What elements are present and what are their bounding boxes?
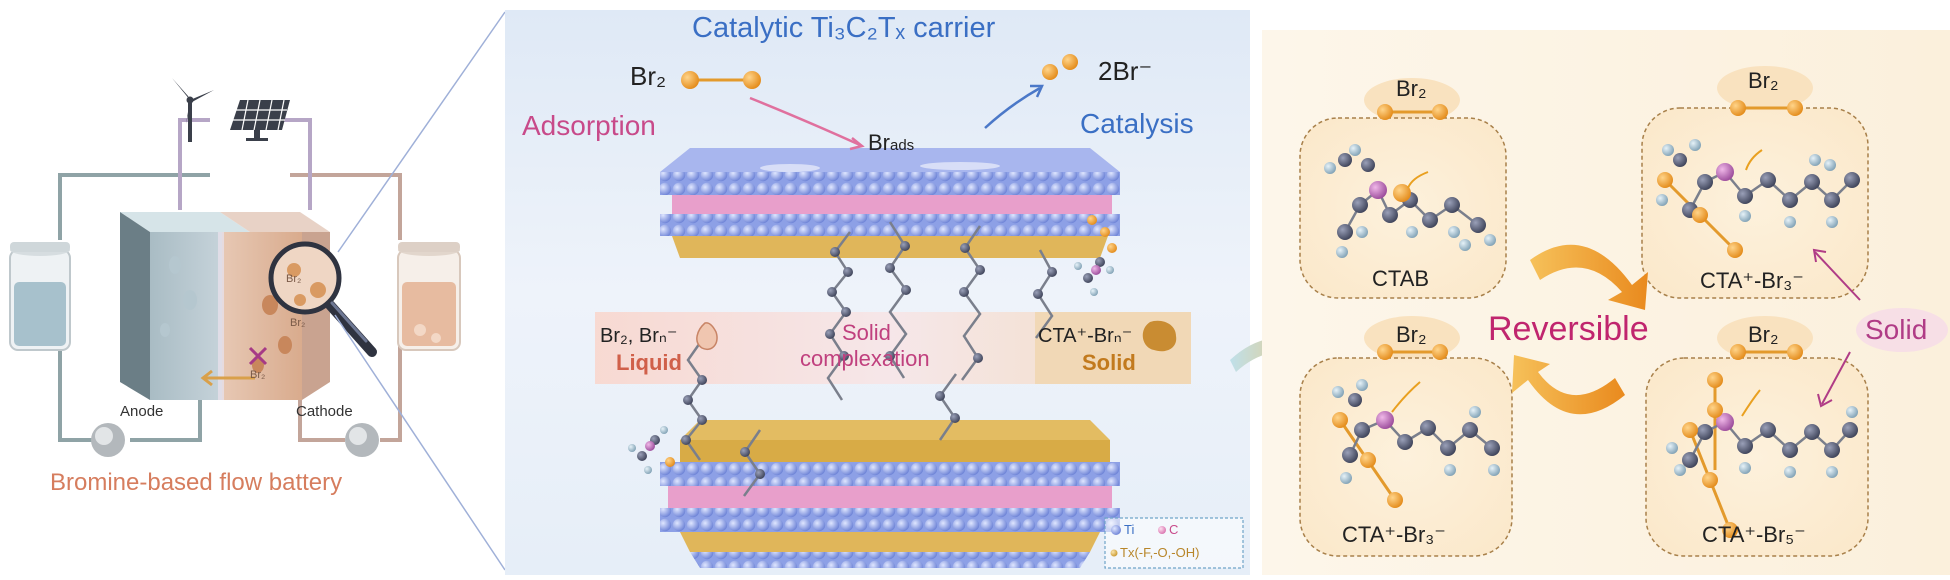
bottom-mxene-sheet <box>660 420 1120 568</box>
reversible-label: Reversible <box>1488 310 1649 348</box>
circulation-pipes <box>58 118 402 442</box>
solid-transition-label: Solid <box>1865 314 1928 345</box>
cathode-pump <box>345 423 379 457</box>
cell-br2-label-top: Br₂ <box>286 273 302 285</box>
solid-powder-icon <box>1142 320 1177 352</box>
box4-br2-label: Br₂ <box>1748 322 1779 347</box>
cell-br2-label-arrow: Br₂ <box>250 369 266 381</box>
flow-battery-title: Bromine-based flow battery <box>50 469 343 496</box>
legend-ti-label: Ti <box>1124 522 1135 537</box>
cta-br5-structure-box <box>1645 316 1869 557</box>
catholyte-tank <box>397 242 461 351</box>
br2-molecule <box>681 71 761 89</box>
adsorption-label: Adsorption <box>522 110 656 141</box>
solid-label: Solid <box>1082 350 1136 375</box>
anode-pump <box>91 423 125 457</box>
legend-c-label: C <box>1169 522 1179 537</box>
cell-br2-label-mid: Br₂ <box>290 317 306 329</box>
flow-battery-panel <box>9 11 506 571</box>
liquid-droplet-icon <box>696 322 718 350</box>
complex-structures-panel <box>1262 30 1950 575</box>
solid-arrow-up <box>1814 251 1861 301</box>
cta-br3-structure-box-top <box>1641 66 1869 299</box>
liquid-species-label: Br₂, Brₙ⁻ <box>600 325 678 347</box>
blocked-cross-icon <box>248 346 268 366</box>
br2-label: Br₂ <box>630 61 667 91</box>
carrier-title: Catalytic Ti₃C₂Tₓ carrier <box>692 12 996 44</box>
ti3c2tx-panel <box>505 10 1250 575</box>
catalysis-label: Catalysis <box>1080 108 1194 139</box>
reversible-arrow-backward <box>1512 355 1625 415</box>
magnifier-icon <box>268 241 377 357</box>
solid-complexation-label-line2: complexation <box>800 346 930 371</box>
zoom-line-bottom <box>334 314 506 571</box>
box3-caption: CTA⁺-Br₃⁻ <box>1342 522 1446 547</box>
bromide-ions <box>1042 54 1078 80</box>
adsorption-arrow <box>749 96 861 147</box>
box2-br2-label: Br₂ <box>1748 68 1779 93</box>
solid-label-bubble <box>1856 308 1948 352</box>
legend-tx-label: Tx(-F,-O,-OH) <box>1120 545 1200 560</box>
top-mxene-sheet <box>660 148 1120 258</box>
box3-br2-label: Br₂ <box>1396 322 1427 347</box>
anode-label: Anode <box>120 403 164 420</box>
box1-caption: CTAB <box>1372 266 1430 291</box>
wind-turbine-icon <box>172 78 214 142</box>
cta-br3-structure-box-bottom <box>1299 316 1513 557</box>
cathode-label: Cathode <box>296 403 353 420</box>
br-ads-subscript: ads <box>890 137 915 154</box>
solid-complexation-label-line1: Solid <box>842 320 891 345</box>
box2-caption: CTA⁺-Br₃⁻ <box>1700 268 1804 293</box>
tx-legend-swatch <box>1110 549 1118 557</box>
br-ads-label: Brads <box>868 130 915 155</box>
c-legend-swatch <box>1158 526 1166 534</box>
cta-atoms <box>628 215 1117 479</box>
solid-arrow-down <box>1821 351 1851 405</box>
catalysis-arrow <box>984 86 1041 129</box>
bromide-product-label: 2Br⁻ <box>1098 56 1153 86</box>
box4-caption: CTA⁺-Br₅⁻ <box>1702 522 1806 547</box>
solar-panel-icon <box>230 99 290 141</box>
battery-cell <box>120 212 330 400</box>
solid-species-label: CTA⁺-Brₙ⁻ <box>1038 325 1133 347</box>
atom-legend <box>1104 517 1244 569</box>
zoom-line-top <box>337 11 506 253</box>
ctab-structure-box <box>1299 78 1507 299</box>
reversible-arrow-forward <box>1530 244 1648 310</box>
box1-br2-label: Br₂ <box>1396 76 1427 101</box>
ti-legend-swatch <box>1111 525 1121 535</box>
anolyte-tank <box>9 242 71 351</box>
liquid-label: Liquid <box>616 350 682 375</box>
